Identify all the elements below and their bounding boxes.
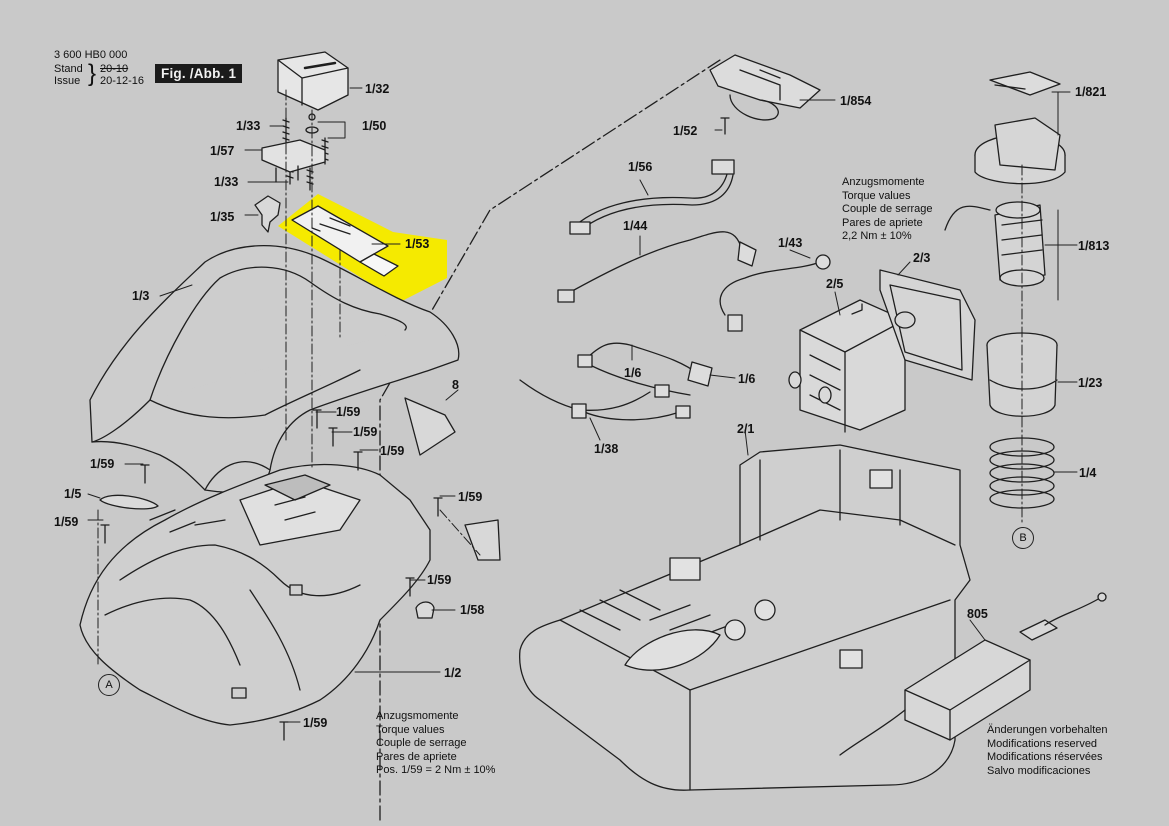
torque-right-line-3: Couple de serrage	[842, 203, 933, 215]
screw-2-5	[851, 303, 863, 315]
part-label-1-56: 1/56	[628, 160, 653, 174]
part-label-1-59-g: 1/59	[427, 573, 452, 587]
torque-bottom-line-5: Pos. 1/59 = 2 Nm ± 10%	[376, 764, 496, 776]
torque-note-bottom: Anzugsmomente Torque values Couple de se…	[376, 710, 495, 778]
part-label-1-59-f: 1/59	[54, 515, 79, 529]
torque-right-line-4: Pares de apriete	[842, 216, 923, 229]
part-label-2-5: 2/5	[826, 277, 844, 291]
switch-bracket	[261, 139, 326, 183]
part-label-1-59-b: 1/59	[353, 425, 378, 439]
part-label-1-35: 1/35	[210, 210, 235, 224]
marker-b: B	[1012, 527, 1034, 549]
hood-cover	[89, 245, 460, 493]
cap-foot	[415, 601, 435, 619]
seal-strip	[99, 494, 159, 510]
modifications-line-3: Modifications réservées	[987, 751, 1103, 763]
part-label-1-59-h: 1/59	[303, 716, 328, 730]
stand-date: 20-10	[100, 63, 129, 75]
charger-805	[839, 592, 1107, 756]
battery-cover	[879, 269, 976, 381]
modifications-line-1: Änderungen vorbehalten	[987, 724, 1108, 736]
part-label-1-57: 1/57	[210, 144, 235, 158]
part-label-1-33-bottom: 1/33	[214, 175, 239, 189]
cable-harness-1-56	[569, 159, 735, 235]
part-label-1-854: 1/854	[840, 94, 872, 108]
battery-pack	[788, 299, 906, 433]
motor-1-813	[944, 201, 1046, 287]
part-label-1-52: 1/52	[673, 124, 698, 138]
part-label-1-50: 1/50	[362, 119, 387, 133]
part-label-1-3: 1/3	[132, 289, 150, 303]
lower-housing	[79, 463, 431, 726]
cable-module-top	[709, 54, 821, 121]
torque-note-right: Anzugsmomente Torque values Couple de se…	[842, 176, 933, 244]
issue-label: Issue	[54, 75, 81, 87]
cable-1-38	[519, 379, 691, 421]
part-label-1-4: 1/4	[1079, 466, 1097, 480]
part-label-1-813: 1/813	[1078, 239, 1110, 253]
part-label-8: 8	[452, 378, 459, 392]
part-label-1-33-top: 1/33	[236, 119, 261, 133]
figure-label: Fig. /Abb. 1	[155, 64, 243, 83]
cable-1-44	[557, 231, 757, 303]
part-label-1-43: 1/43	[778, 236, 803, 250]
connector-1-821	[989, 71, 1061, 96]
issue-date: 20-12-16	[100, 75, 145, 87]
torque-right-line-5: 2,2 Nm ± 10%	[842, 230, 912, 242]
motor-cap	[974, 117, 1066, 185]
stop-cap-part	[277, 51, 349, 111]
screws-left	[100, 409, 443, 741]
torque-bottom-line-3: Couple de serrage	[376, 737, 467, 749]
stand-label: Stand	[54, 63, 83, 75]
modifications-note: Änderungen vorbehalten Modifications res…	[987, 724, 1107, 778]
window-part-lower	[464, 519, 501, 561]
torque-bottom-line-4: Pares de apriete	[376, 750, 457, 763]
part-label-2-1: 2/1	[737, 422, 755, 436]
part-label-1-32: 1/32	[365, 82, 390, 96]
part-label-1-59-c: 1/59	[380, 444, 405, 458]
part-label-1-5: 1/5	[64, 487, 82, 501]
clip-part	[254, 195, 281, 233]
part-label-1-38: 1/38	[594, 442, 619, 456]
torque-right-line-1: Anzugsmomente	[842, 176, 925, 188]
document-number: 3 600 HB0 000	[54, 49, 128, 61]
marker-a: A	[98, 674, 120, 696]
torque-right-line-2: Torque values	[842, 189, 911, 202]
display-panel	[291, 205, 399, 277]
part-label-2-3: 2/3	[913, 251, 931, 265]
part-label-1-58: 1/58	[460, 603, 485, 617]
part-label-1-59-d: 1/59	[90, 457, 115, 471]
part-label-805: 805	[967, 607, 988, 621]
modifications-line-4: Salvo modificaciones	[987, 764, 1091, 777]
modifications-line-2: Modifications reserved	[987, 737, 1098, 750]
screw-1-52	[720, 117, 730, 135]
cable-1-6	[577, 342, 713, 396]
part-label-1-53: 1/53	[405, 237, 430, 251]
part-label-1-44: 1/44	[623, 219, 648, 233]
part-label-1-821: 1/821	[1075, 85, 1107, 99]
part-label-1-6-b: 1/6	[738, 372, 756, 386]
torque-bottom-line-2: Torque values	[376, 723, 445, 736]
base-chassis	[519, 444, 971, 791]
part-label-1-59-a: 1/59	[336, 405, 361, 419]
part-label-1-59-e: 1/59	[458, 490, 483, 504]
part-label-1-23: 1/23	[1078, 376, 1103, 390]
window-part	[404, 397, 456, 456]
torque-bottom-line-1: Anzugsmomente	[376, 710, 459, 722]
part-label-1-2: 1/2	[444, 666, 462, 680]
header-brace: }	[88, 60, 97, 87]
cable-1-43	[719, 254, 831, 332]
part-label-1-6-a: 1/6	[624, 366, 642, 380]
